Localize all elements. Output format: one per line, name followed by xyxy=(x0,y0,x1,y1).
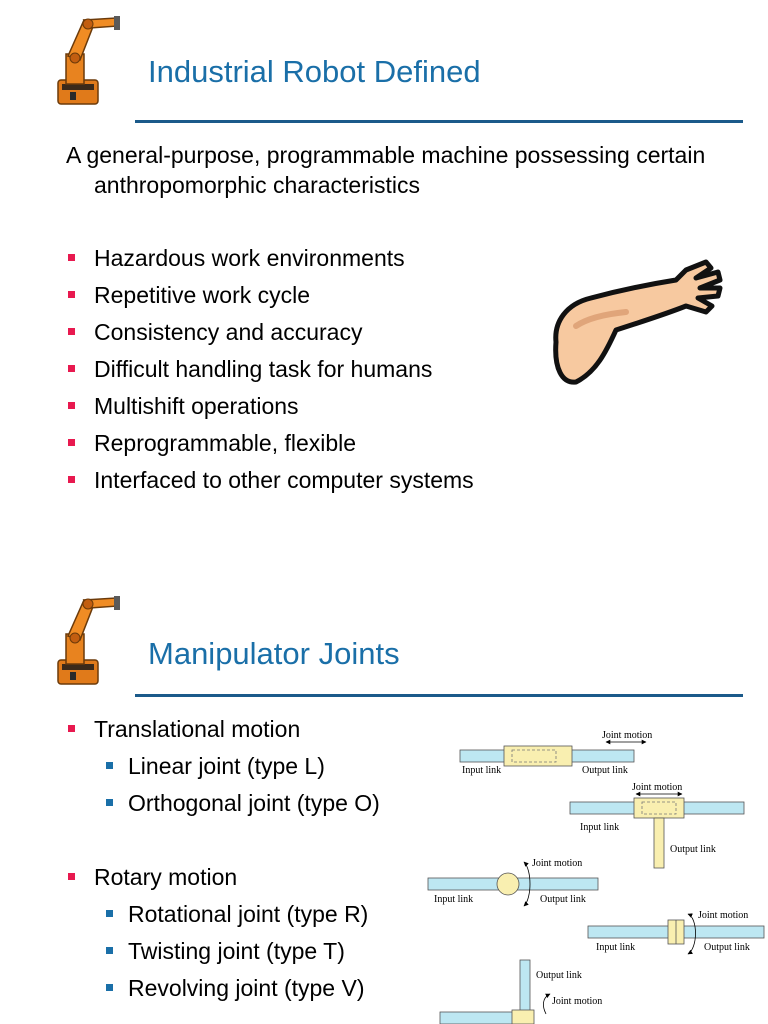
industrial-robot-icon xyxy=(57,596,120,685)
joints-list: Translational motion Linear joint (type … xyxy=(66,714,380,1010)
list-item: Orthogonal joint (type O) xyxy=(66,788,380,825)
diagram-label: Input link xyxy=(434,894,473,905)
list-item: Twisting joint (type T) xyxy=(66,936,380,973)
definition-text: A general-purpose, programmable machine … xyxy=(66,142,706,198)
diagram-label: Joint motion xyxy=(602,730,652,741)
title-divider xyxy=(135,694,743,697)
orthogonal-joint-diagram: Joint motion Input link Output link xyxy=(569,782,745,869)
list-item: Revolving joint (type V) xyxy=(66,973,380,1010)
diagram-label: Output link xyxy=(582,765,628,776)
bullet-icon xyxy=(68,291,75,298)
diagram-label: Output link xyxy=(670,844,716,855)
sub-bullet-icon xyxy=(106,762,113,769)
list-item: Linear joint (type L) xyxy=(66,751,380,788)
list-item: Repetitive work cycle xyxy=(66,280,474,317)
list-item: Translational motion xyxy=(66,714,380,751)
list-item: Hazardous work environments xyxy=(66,243,474,280)
sub-bullet-icon xyxy=(106,910,113,917)
diagram-label: Joint motion xyxy=(698,910,748,921)
list-item: Rotary motion xyxy=(66,862,380,899)
bullet-icon xyxy=(68,402,75,409)
list-spacer xyxy=(66,825,380,862)
diagram-label: Joint motion xyxy=(632,782,682,793)
bullet-icon xyxy=(68,328,75,335)
list-item: Rotational joint (type R) xyxy=(66,899,380,936)
twisting-joint-diagram: Joint motion Input link Output link xyxy=(587,910,765,955)
bullet-icon xyxy=(68,254,75,261)
diagram-label: Input link xyxy=(580,822,619,833)
diagram-label: Output link xyxy=(540,894,586,905)
page-title: Industrial Robot Defined xyxy=(148,54,481,89)
diagram-label: Joint motion xyxy=(532,858,582,869)
sub-bullet-icon xyxy=(106,947,113,954)
characteristics-list: Hazardous work environments Repetitive w… xyxy=(66,243,474,502)
linear-joint-diagram: Joint motion Input link Output link xyxy=(459,730,652,776)
joint-types-diagram: Joint motion Input link Output link Join… xyxy=(427,730,765,1024)
diagram-label: Input link xyxy=(596,942,635,953)
slide-manipulator-joints: Manipulator Joints Translational motion … xyxy=(0,580,768,1024)
list-item: Difficult handling task for humans xyxy=(66,354,474,391)
title-divider xyxy=(135,120,743,123)
list-item: Multishift operations xyxy=(66,391,474,428)
revolving-joint-diagram: Output link Joint motion xyxy=(439,959,602,1024)
bullet-icon xyxy=(68,725,75,732)
sub-bullet-icon xyxy=(106,984,113,991)
industrial-robot-icon xyxy=(57,16,120,105)
diagram-label: Joint motion xyxy=(552,996,602,1007)
slide-industrial-robot-defined: Industrial Robot Defined A general-purpo… xyxy=(57,16,743,502)
bullet-icon xyxy=(68,439,75,446)
sub-bullet-icon xyxy=(106,799,113,806)
list-item: Interfaced to other computer systems xyxy=(66,465,474,502)
diagram-label: Input link xyxy=(462,765,501,776)
rotational-joint-diagram: Joint motion Input link Output link xyxy=(427,858,599,907)
bullet-icon xyxy=(68,476,75,483)
list-item: Reprogrammable, flexible xyxy=(66,428,474,465)
bullet-icon xyxy=(68,365,75,372)
diagram-label: Output link xyxy=(536,970,582,981)
diagram-label: Output link xyxy=(704,942,750,953)
list-item: Consistency and accuracy xyxy=(66,317,474,354)
page-title: Manipulator Joints xyxy=(148,636,400,671)
bullet-icon xyxy=(68,873,75,880)
human-arm-illustration xyxy=(553,259,723,385)
